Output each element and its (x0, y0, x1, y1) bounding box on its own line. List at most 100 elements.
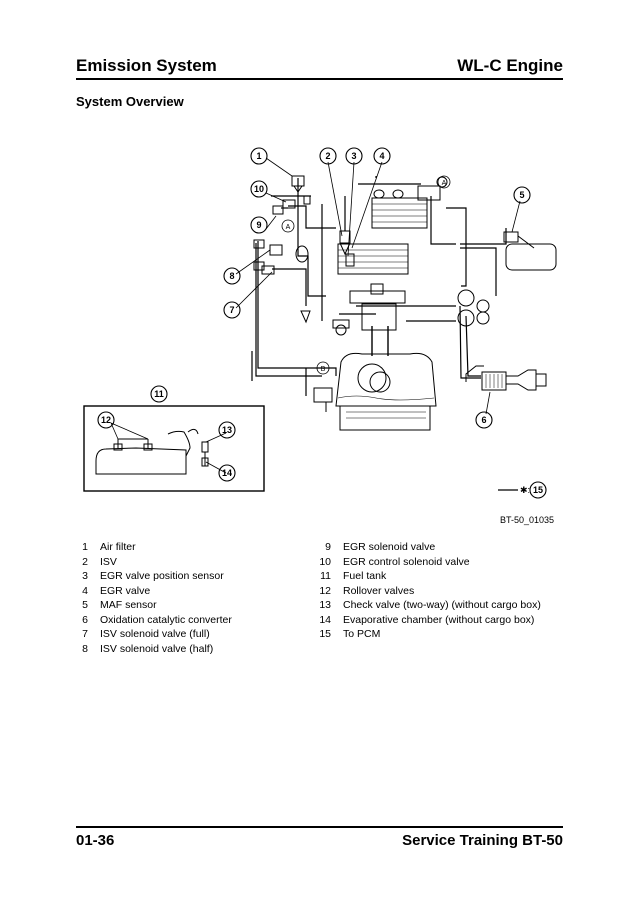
callout-circle-6 (475, 411, 493, 429)
legend-item: 1 Air filter (66, 540, 232, 555)
figure-id: BT-50_01035 (500, 515, 555, 525)
legend-label: EGR valve position sensor (100, 570, 224, 582)
legend-item: 3 EGR valve position sensor (66, 569, 232, 584)
component-b-shape (313, 387, 333, 412)
legend-number: 12 (319, 584, 331, 597)
maf-sensor-shape (503, 231, 557, 271)
legend-label: Rollover valves (343, 584, 415, 597)
callout-circle-5 (513, 186, 531, 204)
turbocharger-shape (457, 289, 490, 327)
legend-number: 1 (82, 541, 88, 553)
legend-number: 10 (319, 555, 331, 568)
legend-number: 11 (320, 570, 331, 582)
legend-label: Evaporative chamber (without cargo box) (343, 613, 535, 626)
legend-label: Check valve (two-way) (without cargo box… (343, 599, 541, 611)
callout-circle-2 (319, 147, 337, 165)
legend-item: 4 EGR valve (66, 584, 232, 599)
legend-item: 10 EGR control solenoid valve (309, 555, 541, 570)
legend-item: 6 Oxidation catalytic converter (66, 613, 232, 628)
callout-label-5: 5 (519, 190, 524, 200)
engine-shape (335, 283, 437, 431)
legend-item: 15 To PCM (309, 627, 541, 642)
legend-label: Oxidation catalytic converter (100, 613, 232, 626)
legend-label: ISV (100, 555, 117, 568)
legend-label: ISV solenoid valve (full) (100, 628, 210, 640)
legend-label: MAF sensor (100, 599, 157, 611)
pcm-legend-symbol: ✱: (520, 485, 530, 495)
callout-circle-14 (218, 464, 236, 482)
legend-item: 2 ISV (66, 555, 232, 570)
legend-label: EGR control solenoid valve (343, 555, 470, 568)
legend-number: 9 (325, 541, 331, 553)
callout-label-6: 6 (481, 415, 486, 425)
header-title-right: WL-C Engine (457, 56, 563, 75)
legend-number: 3 (82, 570, 88, 582)
legend-label: To PCM (343, 628, 381, 640)
callout-leaders (110, 157, 521, 474)
callout-label-10: 10 (254, 184, 264, 194)
callout-circle-1 (250, 147, 268, 165)
legend-number: 2 (82, 555, 88, 568)
page-header: Emission System WL-C Engine (76, 56, 563, 80)
publication-title: Service Training BT-50 (402, 832, 563, 849)
legend-number: 7 (82, 628, 88, 640)
legend-number: 8 (82, 642, 88, 655)
callout-circle-4 (373, 147, 391, 165)
callout-label-15: 15 (533, 485, 543, 495)
top-components-shape (373, 176, 448, 201)
legend-item: 5 MAF sensor (66, 598, 232, 613)
callout-circle-7 (223, 301, 241, 319)
legend-right: 9 EGR solenoid valve 10 EGR control soleno… (309, 540, 541, 642)
fuel-tank-inset (83, 405, 265, 492)
legend-number: 14 (319, 613, 331, 626)
vacuum-lines (251, 176, 507, 396)
legend-label: Air filter (100, 541, 136, 553)
intercooler-shape (337, 197, 428, 275)
callout-label-1: 1 (256, 151, 261, 161)
isv-shape (300, 310, 350, 336)
isv-solenoid-valves-shape (253, 239, 309, 275)
callout-label-8: 8 (229, 271, 234, 281)
callout-circle-8 (223, 267, 241, 285)
marker-a-2: A (442, 180, 447, 187)
callout-circle-12 (97, 411, 115, 429)
callout-label-7: 7 (229, 305, 234, 315)
legend-item: 8 ISV solenoid valve (half) (66, 642, 232, 657)
callout-label-12: 12 (101, 415, 111, 425)
legend-item: 14 Evaporative chamber (without cargo box… (309, 613, 541, 628)
legend-number: 15 (319, 628, 331, 640)
legend-label: EGR solenoid valve (343, 541, 436, 553)
legend-item: 9 EGR solenoid valve (309, 540, 541, 555)
legend-number: 6 (82, 613, 88, 626)
callout-label-11: 11 (154, 389, 164, 399)
port-markers (281, 175, 451, 375)
legend-number: 5 (82, 599, 88, 611)
section-title: System Overview (76, 94, 184, 109)
callout-circle-15 (529, 481, 547, 499)
legend-label: ISV solenoid valve (half) (100, 642, 214, 655)
callout-circle-10 (250, 180, 268, 198)
page-footer: 01-36 Service Training BT-50 (76, 826, 563, 850)
callout-circle-3 (345, 147, 363, 165)
callout-circle-13 (218, 421, 236, 439)
legend-label: EGR valve (100, 584, 151, 597)
egr-solenoid-valves-shape (272, 195, 311, 215)
header-title-left: Emission System (76, 56, 217, 75)
callout-circle-9 (250, 216, 268, 234)
marker-a-1: A (286, 224, 291, 231)
legend-number: 4 (82, 584, 88, 597)
legend-item: 12 Rollover valves (309, 584, 541, 599)
marker-b: B (321, 366, 326, 373)
callout-label-2: 2 (325, 151, 330, 161)
egr-valve-shape (339, 230, 355, 267)
callout-label-13: 13 (222, 425, 232, 435)
callout-label-14: 14 (222, 468, 232, 478)
callout-circles (97, 147, 547, 499)
page-number: 01-36 (76, 832, 115, 849)
catalytic-converter-shape (465, 365, 547, 391)
legend-left: 1 Air filter 2 ISV 3 EGR valve position sen… (66, 540, 232, 656)
emission-system-diagram: A A B ✱: 1 2 3 4 5 6 7 8 9 10 11 12 13 1… (83, 147, 557, 499)
callout-circle-11 (150, 385, 168, 403)
